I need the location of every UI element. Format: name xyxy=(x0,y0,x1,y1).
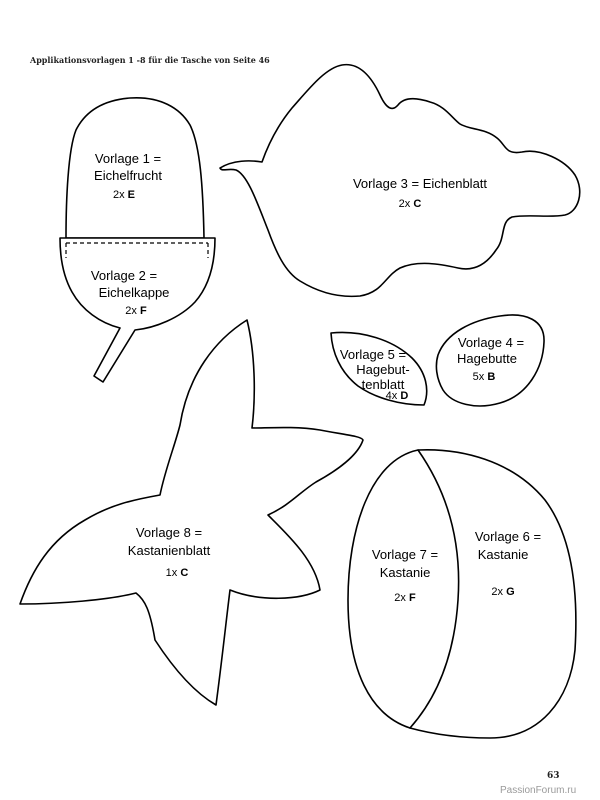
watermark: PassionForum.ru xyxy=(500,785,577,796)
v2-label-line2: Eichelkappe xyxy=(99,285,170,300)
rosehip-shape xyxy=(435,314,545,407)
v2-label-line1: Vorlage 2 = xyxy=(91,268,157,283)
chestnut-shape xyxy=(347,448,577,739)
v4-count: 5x B xyxy=(473,371,496,383)
v3-count: 2x C xyxy=(399,198,422,210)
v6-label-line2: Kastanie xyxy=(478,547,529,562)
v8-count: 1x C xyxy=(166,567,189,579)
acorn-cap-seam xyxy=(65,242,209,258)
oak-leaf-shape xyxy=(219,63,581,298)
page-number: 63 xyxy=(547,771,560,781)
v1-label-line2: Eichelfrucht xyxy=(94,168,162,183)
v4-label-line1: Vorlage 4 = xyxy=(458,335,524,350)
v6-label-line1: Vorlage 6 = xyxy=(475,529,541,544)
v8-label-line2: Kastanienblatt xyxy=(128,543,211,558)
chestnut-leaf-shape xyxy=(19,319,364,706)
acorn-nut-shape xyxy=(65,97,205,239)
v3-label: Vorlage 3 = Eichenblatt xyxy=(353,176,487,191)
acorn-cap-shape xyxy=(59,237,216,383)
v5-count: 4x D xyxy=(386,390,409,402)
v5-label-line1: Vorlage 5 = xyxy=(340,347,406,362)
v1-label-line1: Vorlage 1 = xyxy=(95,151,161,166)
rosehip-leaf-shape xyxy=(330,331,428,406)
v8-label-line1: Vorlage 8 = xyxy=(136,525,202,540)
v2-count: 2x F xyxy=(125,305,147,317)
v4-label-line2: Hagebutte xyxy=(457,351,517,366)
chestnut-divider xyxy=(409,449,460,729)
v1-count: 2x E xyxy=(113,189,135,201)
v6-count: 2x G xyxy=(491,586,514,598)
v7-label-line1: Vorlage 7 = xyxy=(372,547,438,562)
v7-count: 2x F xyxy=(394,592,416,604)
v7-label-line2: Kastanie xyxy=(380,565,431,580)
page-header: Applikationsvorlagen 1 -8 für die Tasche… xyxy=(30,55,270,65)
v5-label-line3: tenblatt xyxy=(362,377,405,392)
v5-label-line2: Hagebut- xyxy=(356,362,409,377)
